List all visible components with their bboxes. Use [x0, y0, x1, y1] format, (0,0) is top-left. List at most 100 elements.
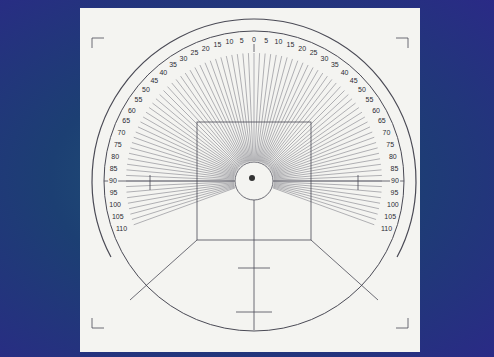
- scale-number: 70: [382, 129, 392, 137]
- scale-number: 95: [109, 189, 119, 197]
- corner-mark: [92, 38, 104, 48]
- outer-circle: [104, 31, 404, 331]
- scale-number: 105: [111, 213, 125, 221]
- radial-line: [268, 87, 341, 167]
- radial-line: [258, 56, 281, 161]
- radial-line: [273, 186, 377, 214]
- scale-number: 50: [357, 86, 367, 94]
- scale-number: 110: [115, 225, 128, 233]
- scale-number: 0: [251, 36, 257, 44]
- radial-line: [273, 188, 374, 225]
- corner-mark: [396, 38, 408, 48]
- guide-line: [254, 200, 255, 330]
- scale-number: 95: [390, 189, 400, 197]
- guide-line: [104, 181, 235, 182]
- scale-number: 45: [149, 77, 159, 85]
- scale-number: 5: [263, 37, 269, 45]
- scale-number: 20: [297, 45, 307, 53]
- radial-line: [259, 57, 287, 161]
- radial-line: [226, 56, 249, 161]
- centre-circle: [235, 162, 273, 200]
- radial-line: [273, 187, 376, 219]
- radial-line: [195, 67, 245, 163]
- guide-line: [130, 240, 197, 300]
- radial-line: [140, 122, 236, 172]
- radial-line: [248, 53, 253, 161]
- radial-line: [163, 90, 239, 166]
- radial-line: [129, 153, 234, 176]
- radial-line: [132, 187, 235, 219]
- radial-line: [261, 61, 298, 162]
- scale-number: 75: [385, 141, 395, 149]
- radial-line: [274, 185, 379, 208]
- scale-number: 75: [113, 141, 123, 149]
- radial-line: [160, 95, 240, 168]
- scale-number: 55: [134, 96, 144, 104]
- white-card: [80, 8, 420, 352]
- radial-line: [274, 170, 382, 179]
- scale-number: 65: [377, 117, 387, 125]
- scale-number: 5: [239, 37, 245, 45]
- scale-number: 25: [190, 49, 200, 57]
- scale-number: 80: [110, 153, 120, 161]
- radial-line: [126, 183, 234, 192]
- scale-number: 100: [108, 201, 122, 209]
- guide-line: [273, 181, 404, 182]
- corner-mark: [92, 318, 104, 328]
- radial-line: [269, 95, 349, 168]
- radial-line: [205, 63, 246, 163]
- scale-number: 100: [386, 201, 400, 209]
- scale-number: 90: [108, 177, 118, 185]
- scale-number: 70: [117, 129, 127, 137]
- tick-mark: [150, 175, 151, 190]
- scale-number: 60: [371, 107, 381, 115]
- radial-line: [263, 67, 313, 163]
- radial-line: [273, 143, 376, 175]
- radial-line: [274, 153, 379, 176]
- scale-number: 10: [225, 38, 235, 46]
- guide-line: [311, 240, 378, 300]
- scale-number: 40: [340, 69, 350, 77]
- scale-number: 15: [286, 41, 296, 49]
- radial-line: [190, 70, 244, 164]
- radial-line: [274, 175, 382, 180]
- scale-number: 65: [121, 117, 131, 125]
- scale-number: 35: [168, 61, 178, 69]
- radial-line: [268, 90, 344, 166]
- scale-number: 20: [201, 45, 211, 53]
- radial-line: [130, 148, 234, 176]
- radial-line: [216, 59, 248, 162]
- scale-number: 105: [383, 213, 397, 221]
- fixation-dot: [249, 175, 255, 181]
- radial-line: [272, 127, 370, 173]
- radial-line: [129, 185, 234, 208]
- scale-number: 30: [320, 55, 330, 63]
- radial-line: [272, 132, 372, 173]
- radial-line: [168, 87, 241, 167]
- radial-line: [243, 53, 252, 161]
- corner-mark: [396, 318, 408, 328]
- scale-number: 85: [390, 165, 400, 173]
- scale-number: 80: [388, 153, 398, 161]
- tick-mark: [358, 175, 359, 190]
- radial-line: [126, 182, 234, 187]
- radial-line: [254, 53, 255, 161]
- scale-number: 45: [349, 77, 359, 85]
- radial-line: [200, 65, 246, 163]
- radial-line: [134, 137, 235, 174]
- radial-line: [271, 117, 365, 171]
- scale-number: 25: [309, 49, 319, 57]
- scale-number: 15: [213, 41, 223, 49]
- scale-number: 30: [179, 55, 189, 63]
- scale-number: 60: [127, 107, 137, 115]
- scale-number: 50: [141, 86, 151, 94]
- tick-mark: [238, 268, 270, 269]
- radial-lines: [126, 53, 382, 225]
- scale-number: 40: [158, 69, 168, 77]
- scale-number: 55: [365, 96, 375, 104]
- scale-number: 110: [380, 225, 393, 233]
- scale-number: 90: [390, 177, 400, 185]
- scale-number: 35: [330, 61, 340, 69]
